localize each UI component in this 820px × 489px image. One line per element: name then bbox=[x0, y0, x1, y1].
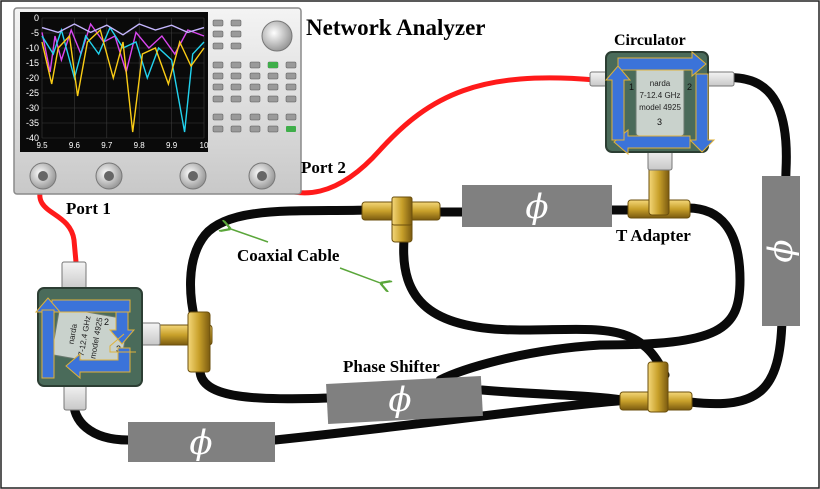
pointer-arrow-lower bbox=[339, 267, 383, 284]
t-adapter-lower-right bbox=[619, 361, 693, 413]
phase-shifter-bottom: ϕ bbox=[128, 422, 275, 463]
coaxial-pointers bbox=[228, 228, 383, 284]
phase-shifter-top-symbol: ϕ bbox=[525, 187, 548, 227]
screen-x-tick-label: 9.9 bbox=[166, 141, 178, 150]
phase-shifter-top-box bbox=[462, 185, 612, 227]
circulator-top-port-2: 2 bbox=[687, 82, 692, 92]
circulator-left-arrows bbox=[34, 297, 136, 380]
screen-x-tick-label: 9.8 bbox=[134, 141, 146, 150]
phase-shifter-middle: ϕ bbox=[326, 375, 483, 425]
screen-y-tick-label: -15 bbox=[26, 58, 39, 68]
cable-lower-left bbox=[195, 365, 335, 404]
phase-shifter-right-box bbox=[762, 176, 800, 326]
circulator-top-text-3: model 4925 bbox=[639, 103, 681, 112]
network-analyzer: 0 -5 -10 -15 -20 -25 -30 -35 -40 9.5 9.6 9.7 9.8 9.9… bbox=[13, 7, 302, 195]
phase-shifter-right-symbol: ϕ bbox=[761, 239, 801, 262]
label-port1: Port 1 bbox=[66, 199, 111, 218]
screen-y-tick-label: -40 bbox=[26, 133, 39, 143]
screen-y-tick-label: -30 bbox=[26, 103, 39, 113]
phase-shifter-top: ϕ bbox=[462, 185, 612, 227]
red-cable-port2 bbox=[259, 75, 599, 196]
label-port2: Port 2 bbox=[301, 158, 346, 177]
screen-x-tick-label: 10 bbox=[200, 141, 209, 150]
screen-y-tick-label: 0 bbox=[34, 13, 39, 23]
circulator-top-port-3: 3 bbox=[657, 117, 662, 127]
screen-y-tick-label: -5 bbox=[31, 28, 39, 38]
circulator-top-text-2: 7-12.4 GHz bbox=[640, 91, 681, 100]
analyzer-led-green-1 bbox=[268, 62, 278, 68]
circulator-left: narda 7-12.4 GHz model 4925 1 2 3 bbox=[34, 261, 161, 411]
screen-trace bbox=[41, 23, 205, 36]
screen-x-tick-label: 9.5 bbox=[36, 141, 48, 150]
screen-y-tick-label: -35 bbox=[26, 118, 39, 128]
screen-grid bbox=[41, 17, 205, 139]
screen-y-tick-label: -25 bbox=[26, 88, 39, 98]
circulator-top: narda 7-12.4 GHz model 4925 1 2 3 bbox=[589, 50, 735, 171]
screen-x-ticks: 9.5 9.6 9.7 9.8 9.9 10 bbox=[36, 141, 209, 150]
circulator-top-port-1: 1 bbox=[629, 82, 634, 92]
analyzer-main-knob bbox=[261, 20, 293, 52]
label-coaxial-cable: Coaxial Cable bbox=[237, 246, 340, 265]
label-network-analyzer: Network Analyzer bbox=[306, 15, 486, 40]
screen-traces bbox=[41, 22, 205, 133]
phase-shifter-middle-symbol: ϕ bbox=[388, 380, 411, 420]
label-t-adapter: T Adapter bbox=[616, 226, 691, 245]
circulator-left-text-1: narda bbox=[67, 323, 80, 345]
phase-shifter-right: ϕ bbox=[761, 176, 801, 326]
circulator-left-port-2: 2 bbox=[104, 317, 109, 327]
screen-trace bbox=[41, 28, 205, 133]
analyzer-ports bbox=[29, 162, 276, 190]
circulator-top-arrows bbox=[604, 50, 716, 156]
phase-shifter-bottom-box bbox=[128, 422, 275, 462]
screen-x-tick-label: 9.6 bbox=[69, 141, 81, 150]
cable-upper-left bbox=[186, 205, 375, 325]
cable-mid-to-t bbox=[477, 385, 627, 405]
screen-y-ticks: 0 -5 -10 -15 -20 -25 -30 -35 -40 bbox=[26, 13, 39, 143]
screen-x-tick-label: 9.7 bbox=[101, 141, 113, 150]
pointer-arrow-upper bbox=[228, 228, 269, 243]
screen-y-tick-label: -10 bbox=[26, 43, 39, 53]
analyzer-led-green-2 bbox=[286, 126, 296, 132]
circulator-top-text-1: narda bbox=[650, 79, 671, 88]
screen-y-tick-label: -20 bbox=[26, 73, 39, 83]
phase-shifter-bottom-symbol: ϕ bbox=[189, 423, 212, 463]
phase-shifter-middle-box bbox=[326, 375, 483, 425]
label-phase-shifter: Phase Shifter bbox=[343, 357, 440, 376]
cable-right-loop bbox=[685, 73, 791, 409]
label-circulator: Circulator bbox=[614, 32, 686, 49]
t-adapter-upper bbox=[361, 196, 441, 243]
